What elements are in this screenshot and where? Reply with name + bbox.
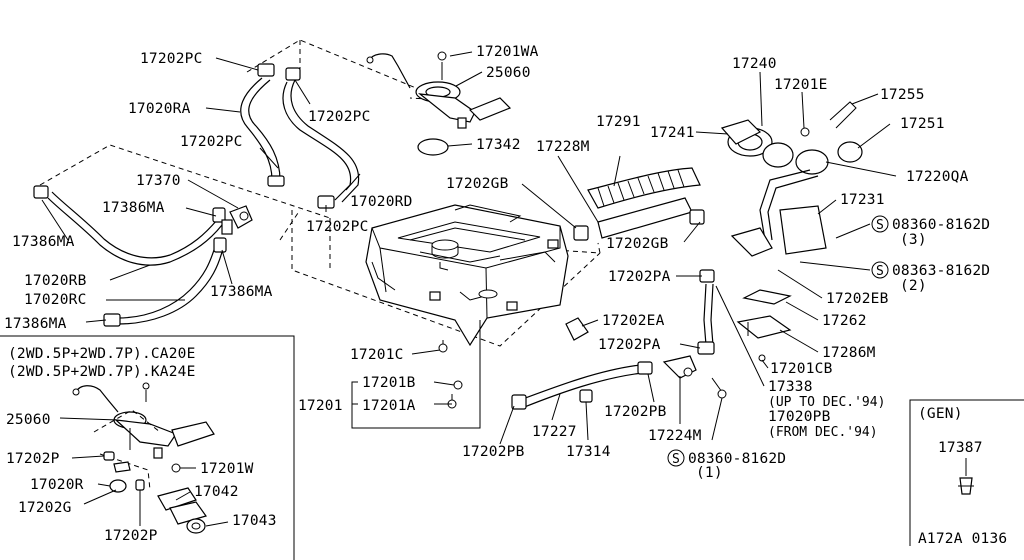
label-17202PC-b: 17202PC [308,109,371,125]
label-17228M: 17228M [536,139,590,155]
label-17342: 17342 [476,137,521,153]
inset-line-2: (2WD.5P+2WD.7P).KA24E [8,364,196,380]
label-17224M: 17224M [648,428,702,444]
filler-neck-17220QA [720,101,863,257]
inset-label-17202P-b: 17202P [104,528,158,544]
note-17338: (UP TO DEC.'94) [768,395,885,410]
inset-label-17020R: 17020R [30,477,84,493]
tank-bolts [438,340,463,409]
leader-lines [41,51,897,445]
label-17286M: 17286M [822,345,876,361]
label-17202EA: 17202EA [602,313,665,329]
clamp-17202EA [565,317,589,341]
label-17202PA-b: 17202PA [598,337,661,353]
label-17202PC-d: 17202PC [306,219,369,235]
label-17386MA-b: 17386MA [12,234,75,250]
hose-17020RD [282,67,360,209]
label-17202PC-a: 17202PC [140,51,203,67]
label-17202EB: 17202EB [826,291,889,307]
hose-17020RA [240,63,285,187]
filter-bracket-17224M [662,355,727,399]
label-17202PB-b: 17202PB [462,444,525,460]
inset-label-25060: 25060 [6,412,51,428]
label-17202GB-b: 17202GB [606,236,669,252]
inset-label-17043: 17043 [232,513,277,529]
label-17240: 17240 [732,56,777,72]
hose-17227 [511,361,653,410]
label-17020RB: 17020RB [24,273,87,289]
label-17386MA-c: 17386MA [210,284,273,300]
label-17291: 17291 [596,114,641,130]
qty-08360-8162D-a: (3) [900,232,927,248]
inset-label-17202G: 17202G [18,500,72,516]
label-17201CB: 17201CB [770,361,833,377]
label-17227: 17227 [532,424,577,440]
filler-hose-17291 [573,167,705,241]
label-17202PC-c: 17202PC [180,134,243,150]
valve-17370 [221,205,253,235]
label-25060: 25060 [486,65,531,81]
hose-17020RB [33,185,226,266]
qty-08363-8162D: (2) [900,278,927,294]
label-17201B: 17201B [362,375,416,391]
label-17338: 17338 [768,379,813,395]
label-17370: 17370 [136,173,181,189]
label-08360-8162D-a: 08360-8162D [892,217,990,233]
label-08360-8162D-b: 08360-8162D [688,451,786,467]
label-17251: 17251 [900,116,945,132]
label-17387: 17387 [938,440,983,456]
label-17262: 17262 [822,313,867,329]
label-17231: 17231 [840,192,885,208]
part-labels: 17202PC 17020RA 17202PC 17202PC 17202PC … [4,44,990,481]
screw-symbol-b [871,261,889,279]
label-17202PB-a: 17202PB [604,404,667,420]
label-17220QA: 17220QA [906,169,969,185]
label-17255: 17255 [880,87,925,103]
gen-title: (GEN) [918,406,963,422]
gen-inset: (GEN) 17387 A172A 0136 [909,399,1024,547]
inset-label-17201W: 17201W [200,461,254,477]
bracket-17262 [742,289,792,305]
fuel-pump-unit [366,51,512,156]
fuel-tank [365,204,569,347]
screw-letter-a: S [876,218,884,233]
inset-line-1: (2WD.5P+2WD.7P).CA20E [8,346,196,362]
screw-symbol-c [667,449,685,467]
label-17314: 17314 [566,444,611,460]
label-17241: 17241 [650,125,695,141]
label-17201WA: 17201WA [476,44,539,60]
label-17020RD: 17020RD [350,194,413,210]
hose-17020RC [103,237,227,327]
screw-letter-c: S [672,452,680,467]
engine-variant-inset: (2WD.5P+2WD.7P).CA20E (2WD.5P+2WD.7P).KA… [0,335,295,560]
inset-label-17042: 17042 [194,484,239,500]
screw-symbol-a [871,215,889,233]
label-17201C: 17201C [350,347,404,363]
label-17020PB: 17020PB [768,409,831,425]
label-17386MA-d: 17386MA [4,316,67,332]
label-08363-8162D: 08363-8162D [892,263,990,279]
diagram-code: A172A 0136 [918,531,1007,547]
label-17201A: 17201A [362,398,416,414]
label-17201: 17201 [298,398,343,414]
vent-hose-17338 [697,269,715,355]
label-17020RA: 17020RA [128,101,191,117]
label-17386MA-a: 17386MA [102,200,165,216]
protector-17286M [736,315,792,362]
label-17202PA-a: 17202PA [608,269,671,285]
note-17020PB: (FROM DEC.'94) [768,425,878,440]
label-17201E: 17201E [774,77,828,93]
screw-letter-b: S [876,264,884,279]
inset-label-17202P-a: 17202P [6,451,60,467]
label-17020RC: 17020RC [24,292,87,308]
label-17202GB-a: 17202GB [446,176,509,192]
qty-08360-8162D-b: (1) [696,465,723,481]
